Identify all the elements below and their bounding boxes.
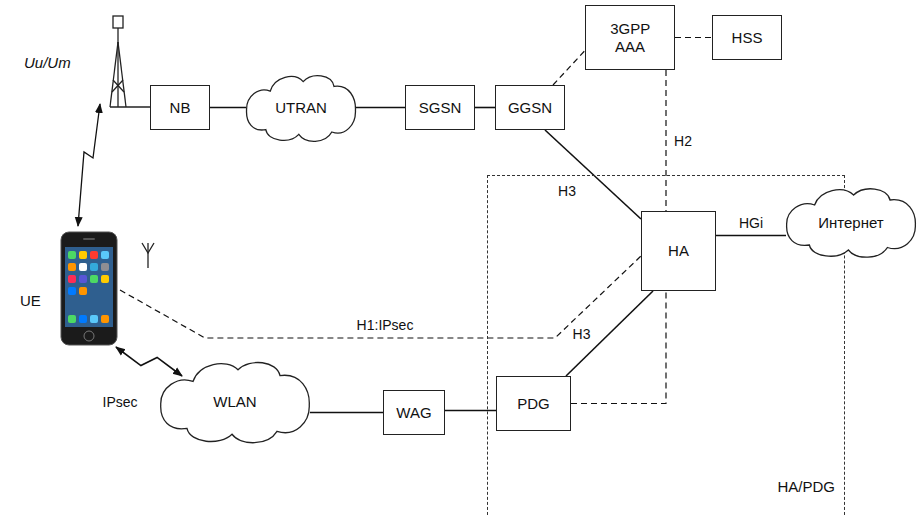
gateway-box: SGSN (405, 85, 475, 130)
network-cloud: WLAN (160, 358, 310, 446)
interface-label: H2 (672, 132, 694, 148)
app-icon (101, 315, 109, 323)
app-icon (101, 275, 109, 283)
connector (475, 107, 495, 109)
connector (116, 347, 182, 376)
connector (553, 51, 585, 86)
phone-body (61, 232, 117, 345)
home-button (84, 331, 94, 341)
app-icon (68, 263, 76, 271)
interface-label: H1:IPsec (355, 317, 416, 333)
phone-screen (65, 247, 113, 327)
app-icon (90, 315, 98, 323)
gateway-box: PDG (496, 376, 571, 431)
node-label: PDG (517, 395, 550, 412)
gateway-box: GGSN (495, 85, 565, 130)
base-station-box: NB (150, 85, 210, 130)
app-icon (79, 287, 87, 295)
tower-mast (117, 28, 118, 107)
app-icon (79, 315, 87, 323)
user-device: UE (15, 232, 120, 347)
interface-label: H3 (571, 325, 593, 341)
node-label: HA (668, 242, 689, 259)
node-label: HA/PDG (777, 478, 835, 495)
cloud-shape (161, 362, 310, 442)
node-label: WLAN (213, 393, 256, 410)
node-label: NB (170, 99, 191, 116)
node-label: HSS (732, 29, 763, 46)
app-icon (68, 251, 76, 259)
app-icons (68, 251, 109, 323)
interface-label: Uu/Um (22, 54, 73, 71)
radio-link-arrow (78, 104, 100, 226)
node-label: SGSN (419, 99, 462, 116)
phone-antenna (142, 243, 154, 268)
node-label: UTRAN (275, 99, 327, 116)
network-cloud: Интернет (786, 185, 916, 260)
server-box: 3GPP AAA (585, 5, 675, 70)
node-label: UE (20, 292, 41, 309)
connector (716, 235, 786, 237)
app-icon (90, 263, 98, 271)
connector (675, 37, 712, 38)
interface-label: H3 (556, 182, 578, 198)
app-icon (79, 251, 87, 259)
gateway-box: HA (641, 211, 716, 291)
feeder-wire (110, 106, 150, 108)
connector (571, 291, 666, 404)
interface-label: IPsec (100, 394, 139, 410)
connector (310, 412, 383, 414)
connector (120, 256, 641, 338)
cloud-shape (787, 189, 916, 257)
app-icon (101, 263, 109, 271)
smartphone (61, 232, 117, 345)
radio-tower (110, 16, 150, 107)
tower-brace (113, 80, 124, 92)
node-label: Интернет (818, 214, 883, 231)
phone-speaker (83, 238, 95, 240)
node-label: GGSN (508, 99, 552, 116)
app-icon (68, 315, 76, 323)
interface-label: HGi (737, 214, 765, 230)
connector (566, 291, 653, 376)
connector (665, 70, 666, 211)
node-label: WAG (396, 404, 431, 421)
tower-antenna (113, 16, 123, 28)
tower-leg (118, 42, 126, 107)
app-icon (101, 251, 109, 259)
app-icon (90, 251, 98, 259)
connector (445, 410, 496, 412)
app-icon (68, 275, 76, 283)
tower-brace (112, 80, 123, 92)
node-label: 3GPP AAA (610, 20, 650, 55)
app-icon (79, 263, 87, 271)
app-icon (90, 275, 98, 283)
server-box: HSS (712, 15, 782, 60)
tower-leg (110, 42, 118, 107)
gateway-box: WAG (383, 390, 445, 435)
antenna-stem (147, 243, 148, 268)
app-icon (79, 275, 87, 283)
connector (356, 107, 405, 109)
network-cloud: UTRAN (246, 72, 356, 144)
app-icon (68, 287, 76, 295)
antenna-head (142, 243, 154, 253)
cloud-shape (247, 76, 356, 142)
connector (210, 107, 246, 109)
